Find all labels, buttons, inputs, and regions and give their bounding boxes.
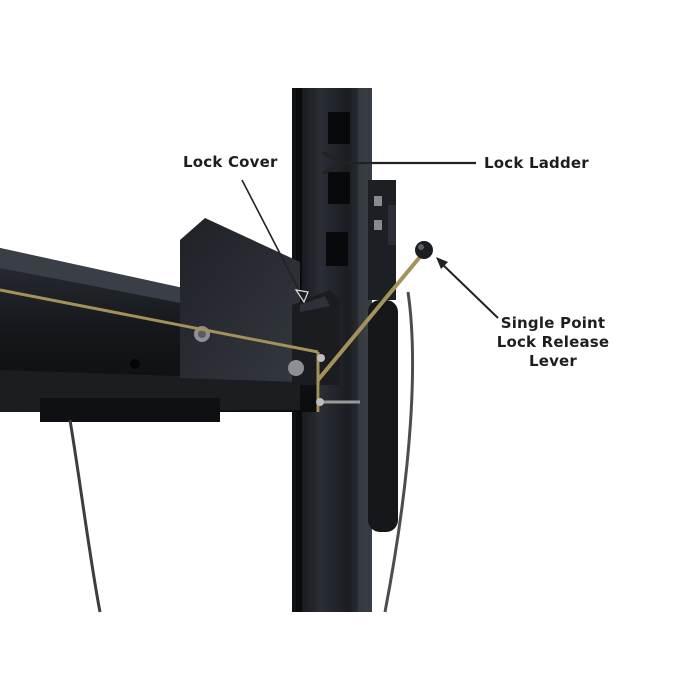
release-lever-label-line-1: Single Point bbox=[500, 314, 606, 332]
hose-right bbox=[383, 291, 415, 613]
lock-cover-label: Lock Cover bbox=[183, 153, 278, 171]
lock-ladder-label: Lock Ladder bbox=[484, 154, 589, 172]
release-rods bbox=[0, 250, 426, 412]
release-lever-label: Single Point Lock Release Lever bbox=[496, 314, 610, 371]
lock-cover-plate bbox=[180, 218, 340, 385]
lever-knob bbox=[415, 241, 433, 259]
lock-ladder-slots bbox=[326, 112, 350, 266]
hose-left bbox=[68, 419, 102, 613]
hydraulic-cylinder bbox=[368, 300, 398, 532]
release-lever-leader bbox=[439, 261, 499, 319]
lock-cover-leader bbox=[241, 179, 305, 301]
lock-bracket bbox=[368, 180, 396, 300]
release-lever-label-line-2: Lock Release bbox=[496, 333, 610, 351]
release-lever-label-line-3: Lever bbox=[528, 352, 578, 370]
